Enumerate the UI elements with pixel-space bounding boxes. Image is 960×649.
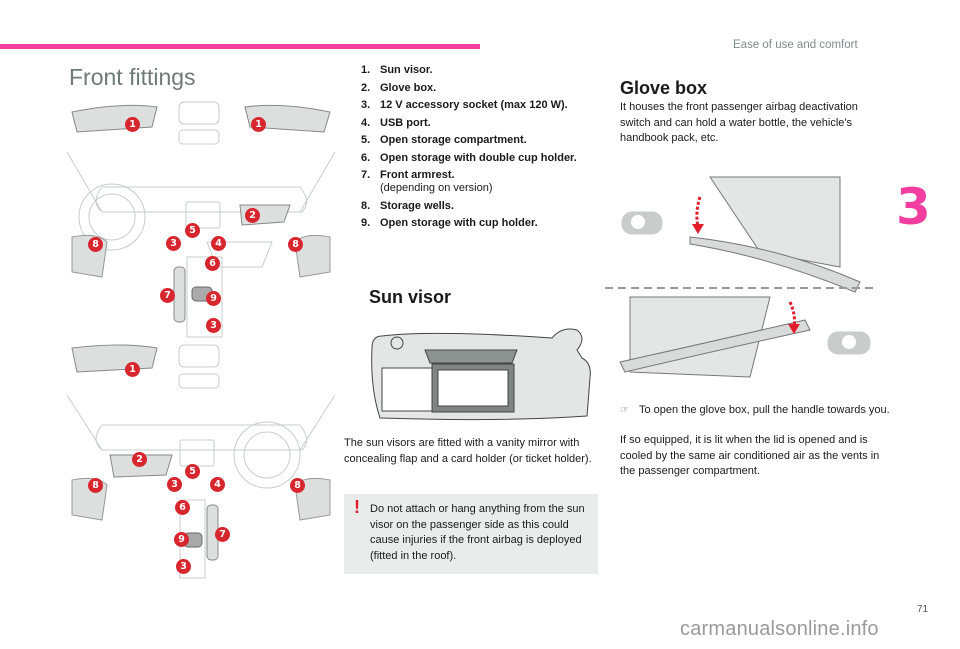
instruction-item: ☞ To open the glove box, pull the handle… <box>620 403 890 419</box>
interior-diagram-lhd <box>62 92 340 338</box>
page-number: 71 <box>917 604 929 615</box>
marker-4: 4 <box>210 477 225 492</box>
legend-item: 6.Open storage with double cup holder. <box>361 151 577 164</box>
marker-1: 1 <box>251 117 266 132</box>
instruction-text: To open the glove box, pull the handle t… <box>639 404 890 416</box>
armrest-shape <box>173 266 186 323</box>
warning-box: ! Do not attach or hang anything from th… <box>344 494 598 574</box>
steering-wheel-shape <box>78 183 146 251</box>
legend-item: 3.12 V accessory socket (max 120 W). <box>361 99 568 111</box>
open-arrow-bottom <box>788 301 796 328</box>
glove-box-note: If so equipped, it is lit when the lid i… <box>620 434 880 477</box>
steering-wheel-shape <box>233 421 301 489</box>
legend-item-note: (depending on version) <box>380 182 493 194</box>
header-accent-bar <box>0 44 480 49</box>
marker-1: 1 <box>125 362 140 377</box>
open-arrow-top <box>695 196 702 228</box>
marker-6: 6 <box>175 500 190 515</box>
marker-2: 2 <box>132 452 147 467</box>
warning-icon: ! <box>354 497 360 517</box>
marker-9: 9 <box>206 291 221 306</box>
legend-item: 4.USB port. <box>361 116 431 129</box>
glove-box-illustration <box>600 172 880 397</box>
front-fittings-title: Front fittings <box>69 64 196 90</box>
marker-4: 4 <box>211 236 226 251</box>
glove-box-description: It houses the front passenger airbag dea… <box>620 101 858 144</box>
interior-diagram-rhd <box>62 340 340 580</box>
sun-visor-left-shape <box>71 104 158 133</box>
legend-item: 9.Open storage with cup holder. <box>361 217 538 229</box>
pointing-hand-icon: ☞ <box>620 405 629 416</box>
mirror-flap-shape <box>424 349 518 364</box>
legend-item: 8.Storage wells. <box>361 199 454 212</box>
card-holder-shape <box>381 367 433 412</box>
touchscreen-shape <box>179 439 215 467</box>
rear-view-mirror-shape <box>178 129 220 145</box>
sun-visor-left-shape <box>71 344 158 373</box>
marker-3: 3 <box>176 559 191 574</box>
sun-visor-illustration <box>362 318 598 428</box>
glove-box-open-upper-shape <box>709 176 841 268</box>
sun-visor-description: The sun visors are fitted with a vanity … <box>344 437 592 465</box>
watermark: carmanualsonline.info <box>680 618 879 640</box>
section-header: Ease of use and comfort <box>733 39 858 51</box>
legend-item: 5.Open storage compartment. <box>361 134 527 146</box>
sun-visor-heading: Sun visor <box>369 287 452 307</box>
marker-5: 5 <box>185 223 200 238</box>
chapter-tab-number: 3 <box>896 178 931 236</box>
marker-5: 5 <box>185 464 200 479</box>
marker-1: 1 <box>125 117 140 132</box>
rear-mirror-vent-shape <box>178 101 220 125</box>
vanity-mirror-shape <box>437 369 509 407</box>
legend-item: 2.Glove box. <box>361 81 437 94</box>
marker-3: 3 <box>166 236 181 251</box>
marker-3: 3 <box>167 477 182 492</box>
warning-text: Do not attach or hang anything from the … <box>370 503 585 562</box>
door-well-right-shape <box>294 234 331 278</box>
marker-7: 7 <box>160 288 175 303</box>
visor-clip-shape <box>390 336 404 350</box>
marker-3: 3 <box>206 318 221 333</box>
marker-8: 8 <box>88 478 103 493</box>
marker-6: 6 <box>205 256 220 271</box>
marker-7: 7 <box>215 527 230 542</box>
glove-box-heading: Glove box <box>620 78 708 98</box>
marker-8: 8 <box>288 237 303 252</box>
legend-item: 7.Front armrest.(depending on version) <box>361 169 493 194</box>
marker-8: 8 <box>88 237 103 252</box>
marker-2: 2 <box>245 208 260 223</box>
front-fittings-legend: 1.Sun visor. 2.Glove box. 3.12 V accesso… <box>361 64 611 235</box>
touchscreen-shape <box>185 201 221 229</box>
marker-8: 8 <box>290 478 305 493</box>
legend-item: 1.Sun visor. <box>361 64 433 76</box>
sun-visor-right-shape <box>244 104 331 133</box>
marker-9: 9 <box>174 532 189 547</box>
